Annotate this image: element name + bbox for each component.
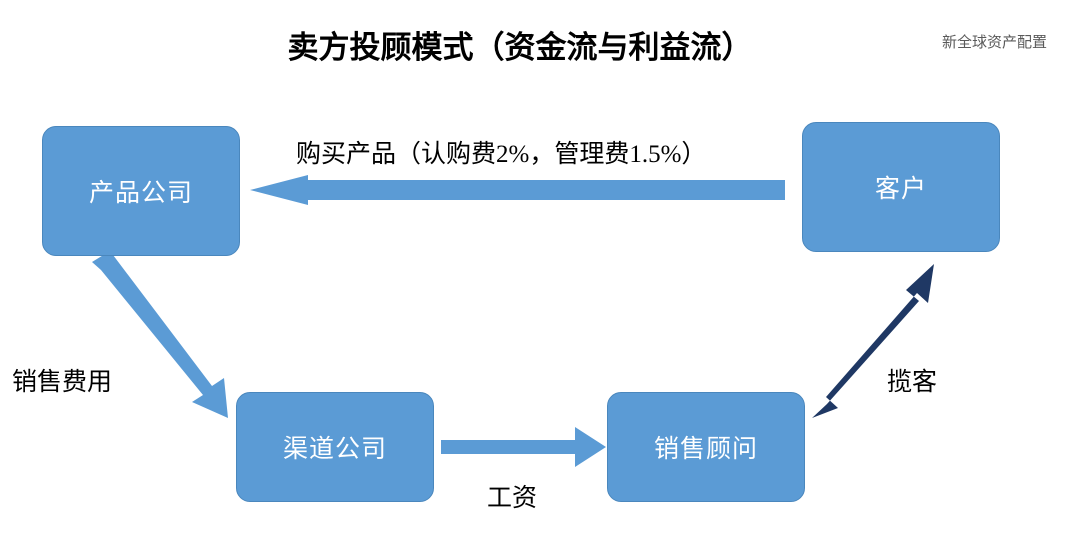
edge-label-salary: 工资 [487,484,538,512]
node-label: 客户 [874,175,927,203]
arrow-purchase [250,175,785,205]
node-product-company[interactable]: 产品公司 [42,126,240,256]
arrow-sales-cost [92,251,228,418]
edge-label-acquire: 揽客 [887,368,938,396]
edge-label-sales-cost: 销售费用 [12,368,113,396]
node-channel-company[interactable]: 渠道公司 [236,392,434,502]
node-sales-advisor[interactable]: 销售顾问 [607,392,805,502]
node-label: 销售顾问 [653,435,758,463]
page-title: 卖方投顾模式（资金流与利益流） [287,30,753,65]
arrow-salary [441,427,606,467]
node-label: 产品公司 [88,179,193,207]
watermark-label: 新全球资产配置 [941,35,1047,51]
node-customer[interactable]: 客户 [802,122,1000,252]
edge-label-purchase: 购买产品（认购费2%，管理费1.5%） [296,141,707,168]
node-label: 渠道公司 [282,435,387,463]
